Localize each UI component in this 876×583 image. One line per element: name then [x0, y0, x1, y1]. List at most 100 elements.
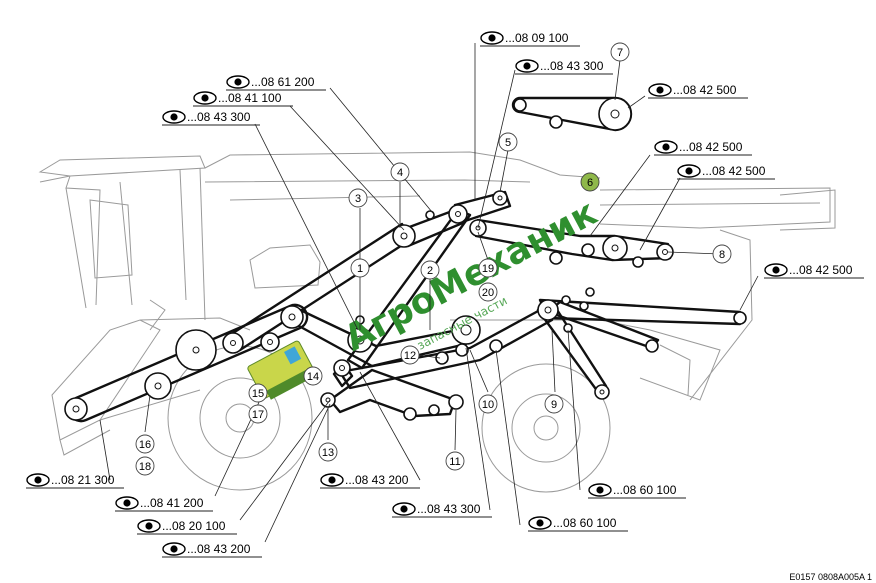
eye-icon	[26, 473, 50, 487]
eye-icon	[480, 31, 504, 45]
svg-text:16: 16	[139, 439, 151, 451]
svg-text:10: 10	[482, 399, 494, 411]
ref-text: ...08 09 100	[505, 31, 569, 45]
callout-3[interactable]: 3	[348, 188, 368, 208]
eye-icon	[226, 75, 250, 89]
pulleys	[64, 97, 747, 421]
eye-icon	[764, 263, 788, 277]
callout-1[interactable]: 1	[350, 258, 370, 278]
svg-text:3: 3	[355, 193, 361, 205]
svg-text:4: 4	[397, 167, 403, 179]
svg-text:11: 11	[449, 456, 460, 468]
eye-icon	[515, 59, 539, 73]
svg-text:8: 8	[719, 249, 725, 261]
svg-text:1: 1	[357, 263, 363, 275]
callout-5[interactable]: 5	[498, 132, 518, 152]
svg-text:13: 13	[322, 447, 334, 459]
ref-08-41-200[interactable]: ...08 41 200	[115, 496, 213, 512]
callout-13[interactable]: 13	[318, 442, 338, 462]
ref-text: ...08 42 500	[673, 83, 737, 97]
eye-icon	[648, 83, 672, 97]
belt-1	[346, 208, 472, 370]
callout-14[interactable]: 14	[303, 366, 323, 386]
svg-text:6: 6	[587, 177, 593, 189]
ref-text: ...08 43 300	[540, 59, 604, 73]
ref-08-43-300-bottom[interactable]: ...08 43 300	[392, 502, 492, 518]
ref-08-42-500-b[interactable]: ...08 42 500	[654, 140, 752, 156]
eye-icon	[588, 483, 612, 497]
ref-text: ...08 43 300	[417, 502, 481, 516]
svg-text:17: 17	[252, 409, 264, 421]
callout-9[interactable]: 9	[544, 394, 564, 414]
callout-6[interactable]: 6	[580, 172, 600, 192]
ref-text: ...08 42 500	[679, 140, 743, 154]
callout-8[interactable]: 8	[712, 244, 732, 264]
callout-20[interactable]: 20	[478, 282, 498, 302]
leader-lines	[99, 43, 759, 543]
ref-text: ...08 43 200	[345, 473, 409, 487]
eye-icon	[320, 473, 344, 487]
callout-7[interactable]: 7	[610, 42, 630, 62]
ref-08-43-200-bottom[interactable]: ...08 43 200	[162, 542, 262, 558]
ref-08-43-300-top[interactable]: ...08 43 300	[515, 59, 613, 75]
svg-text:18: 18	[139, 461, 151, 473]
svg-text:9: 9	[551, 399, 557, 411]
ref-08-61-200[interactable]: ...08 61 200	[226, 75, 326, 91]
ref-08-42-500-a[interactable]: ...08 42 500	[648, 83, 748, 99]
callout-10[interactable]: 10	[478, 394, 498, 414]
ref-text: ...08 21 300	[51, 473, 115, 487]
eye-icon	[654, 140, 678, 154]
reference-labels: ...08 09 100 ...08 43 300 ...08 61 200 .…	[26, 31, 864, 558]
callouts: 1 2 3 4 5 6 7 8 9 10 11 12 13 14 15 16 1…	[135, 42, 732, 476]
eye-icon	[162, 542, 186, 556]
eye-icon	[115, 496, 139, 510]
ref-08-60-100-b[interactable]: ...08 60 100	[528, 516, 628, 532]
ref-text: ...08 20 100	[162, 519, 226, 533]
ref-08-43-200-mid[interactable]: ...08 43 200	[320, 473, 420, 489]
ref-text: ...08 42 500	[702, 164, 766, 178]
ref-08-43-300-left[interactable]: ...08 43 300	[162, 110, 260, 126]
ref-08-60-100-a[interactable]: ...08 60 100	[588, 483, 686, 499]
ref-text: ...08 43 300	[187, 110, 251, 124]
callout-17[interactable]: 17	[248, 404, 268, 424]
callout-2[interactable]: 2	[420, 260, 440, 280]
eye-icon	[162, 110, 186, 124]
callout-15[interactable]: 15	[248, 383, 268, 403]
eye-icon	[677, 164, 701, 178]
watermark-logo	[247, 340, 316, 400]
ref-text: ...08 61 200	[251, 75, 315, 89]
svg-text:7: 7	[617, 47, 623, 59]
eye-icon	[528, 516, 552, 530]
combine-body-outline	[38, 151, 836, 493]
callout-18[interactable]: 18	[135, 456, 155, 476]
ref-08-41-100[interactable]: ...08 41 100	[193, 91, 293, 107]
ref-08-20-100[interactable]: ...08 20 100	[137, 519, 237, 535]
ref-text: ...08 41 100	[218, 91, 282, 105]
ref-08-42-500-c[interactable]: ...08 42 500	[677, 164, 775, 180]
ref-text: ...08 42 500	[789, 263, 853, 277]
eye-icon	[137, 519, 161, 533]
ref-text: ...08 41 200	[140, 496, 204, 510]
callout-12[interactable]: 12	[400, 345, 420, 365]
svg-text:19: 19	[482, 263, 494, 275]
ref-08-09-100[interactable]: ...08 09 100	[480, 31, 580, 47]
ref-text: ...08 43 200	[187, 542, 251, 556]
callout-16[interactable]: 16	[135, 434, 155, 454]
svg-text:14: 14	[307, 371, 319, 383]
svg-text:12: 12	[404, 350, 416, 362]
eye-icon	[193, 91, 217, 105]
ref-text: ...08 60 100	[553, 516, 617, 530]
svg-text:2: 2	[427, 265, 433, 277]
ref-08-42-500-d[interactable]: ...08 42 500	[764, 263, 864, 279]
ref-text: ...08 60 100	[613, 483, 677, 497]
callout-4[interactable]: 4	[390, 162, 410, 182]
callout-19[interactable]: 19	[478, 258, 498, 278]
figure-code: E0157 0808A005A 1	[789, 572, 872, 582]
callout-11[interactable]: 11	[445, 451, 465, 471]
eye-icon	[392, 502, 416, 516]
ref-08-21-300[interactable]: ...08 21 300	[26, 473, 124, 489]
svg-text:15: 15	[252, 388, 264, 400]
svg-text:5: 5	[505, 137, 511, 149]
svg-text:20: 20	[482, 287, 494, 299]
